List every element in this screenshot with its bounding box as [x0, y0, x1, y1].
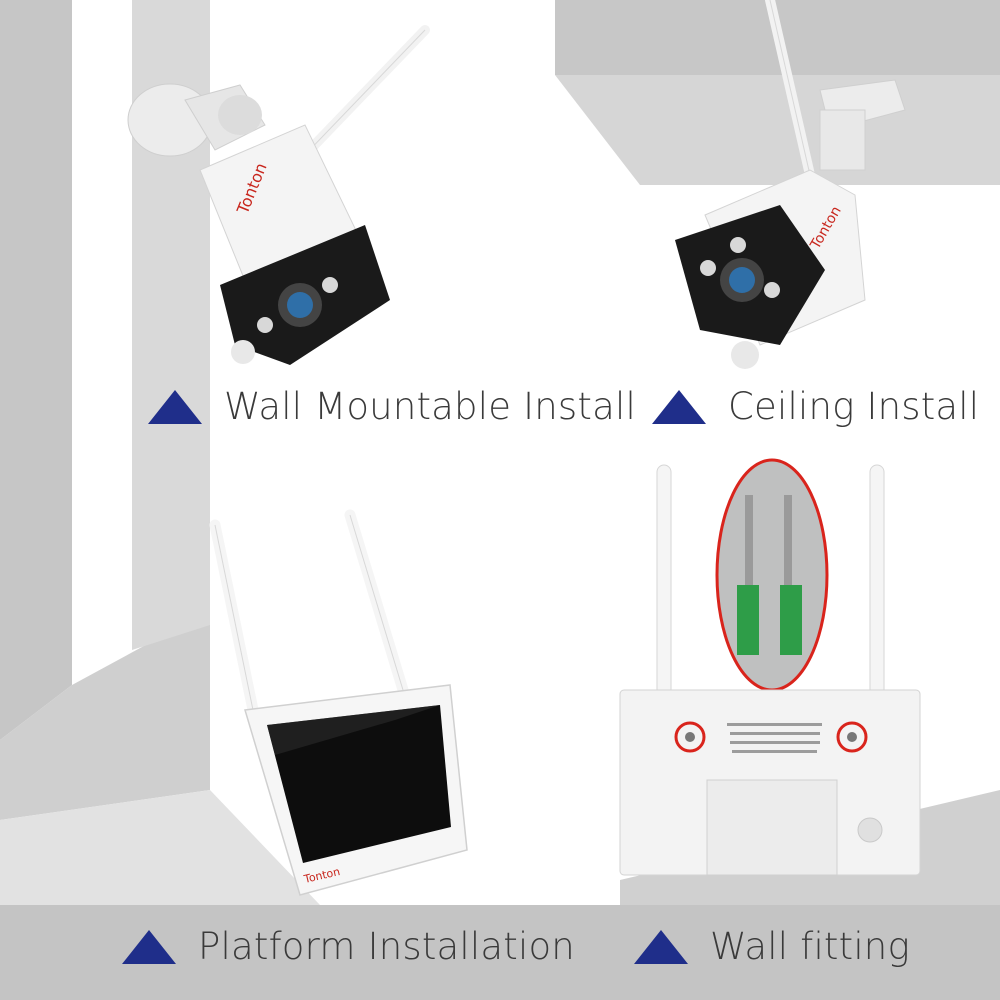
triangle-icon [634, 929, 688, 964]
left-lower-wall [0, 610, 210, 820]
monitor-back-image [619, 458, 921, 876]
caption-wall-mountable: Wall Mountable Install [148, 388, 636, 425]
triangle-icon [148, 389, 202, 424]
caption-ceiling-text: Ceiling Install [728, 385, 980, 428]
keyhole-right-highlight [836, 721, 868, 753]
caption-ceiling: Ceiling Install [652, 388, 979, 425]
caption-platform: Platform Installation [122, 928, 575, 965]
caption-wall-fitting: Wall fitting [634, 928, 910, 965]
screw-kit-highlight [715, 458, 829, 692]
caption-wall-mountable-text: Wall Mountable Install [224, 385, 636, 428]
caption-wall-fitting-text: Wall fitting [710, 925, 910, 968]
wall-camera-image: Tonton [127, 25, 430, 365]
triangle-icon [652, 389, 706, 424]
left-wall [0, 0, 72, 740]
ceiling-camera-image: Tonton [675, 0, 906, 369]
keyhole-left-highlight [674, 721, 706, 753]
monitor-image: Tonton [209, 509, 468, 896]
floor [0, 905, 1000, 1000]
triangle-icon [122, 929, 176, 964]
caption-platform-text: Platform Installation [198, 925, 575, 968]
